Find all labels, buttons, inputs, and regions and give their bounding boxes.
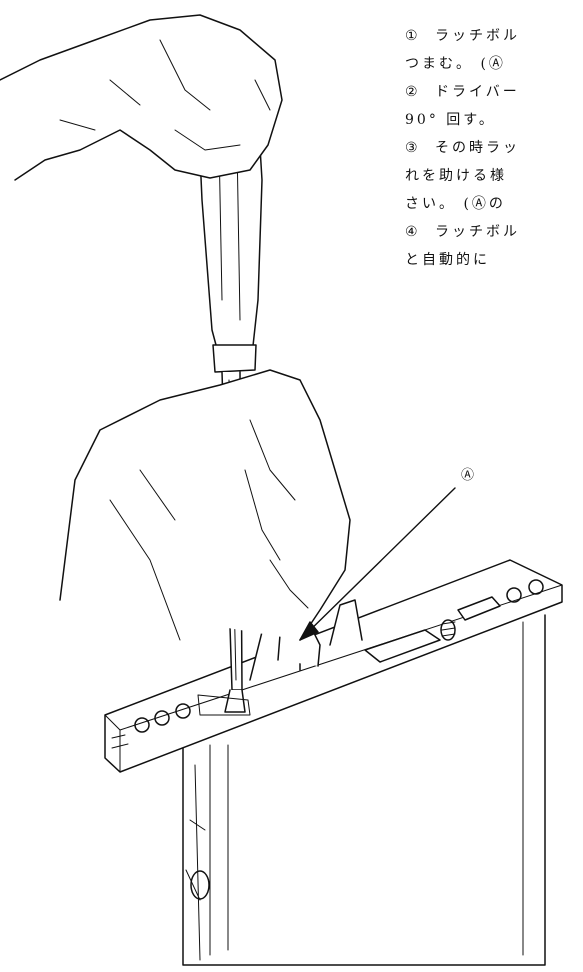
lock-case bbox=[182, 614, 546, 966]
upper-hand bbox=[0, 14, 283, 181]
callout-leader bbox=[299, 487, 456, 641]
step-4-continued: と自動的に bbox=[405, 252, 490, 268]
lower-hand bbox=[59, 369, 351, 641]
step-3-continued-2: さい。 (Ⓐの bbox=[405, 196, 506, 212]
step-4: ④ ラッチボル bbox=[405, 218, 583, 246]
faceplate bbox=[104, 559, 563, 773]
step-3: ③ その時ラッ bbox=[405, 134, 583, 162]
callout-label-a: Ⓐ bbox=[461, 468, 475, 483]
step-text: ドライバー bbox=[435, 84, 520, 100]
instruction-steps: ① ラッチボル つまむ。 (Ⓐ ② ドライバー 90° 回す。 ③ その時ラッ れを助… bbox=[405, 22, 583, 274]
step-1: ① ラッチボル bbox=[405, 22, 583, 50]
step-1-continued: つまむ。 (Ⓐ bbox=[405, 56, 506, 72]
step-number: ② bbox=[405, 84, 418, 100]
step-text: ラッチボル bbox=[435, 224, 520, 240]
step-2: ② ドライバー bbox=[405, 78, 583, 106]
step-text: その時ラッ bbox=[435, 140, 520, 156]
step-3-continued: れを助ける様 bbox=[405, 168, 507, 184]
step-number: ① bbox=[405, 28, 418, 44]
step-text: ラッチボル bbox=[435, 28, 520, 44]
step-number: ④ bbox=[405, 224, 418, 240]
step-number: ③ bbox=[405, 140, 418, 156]
step-2-continued: 90° 回す。 bbox=[405, 112, 496, 128]
